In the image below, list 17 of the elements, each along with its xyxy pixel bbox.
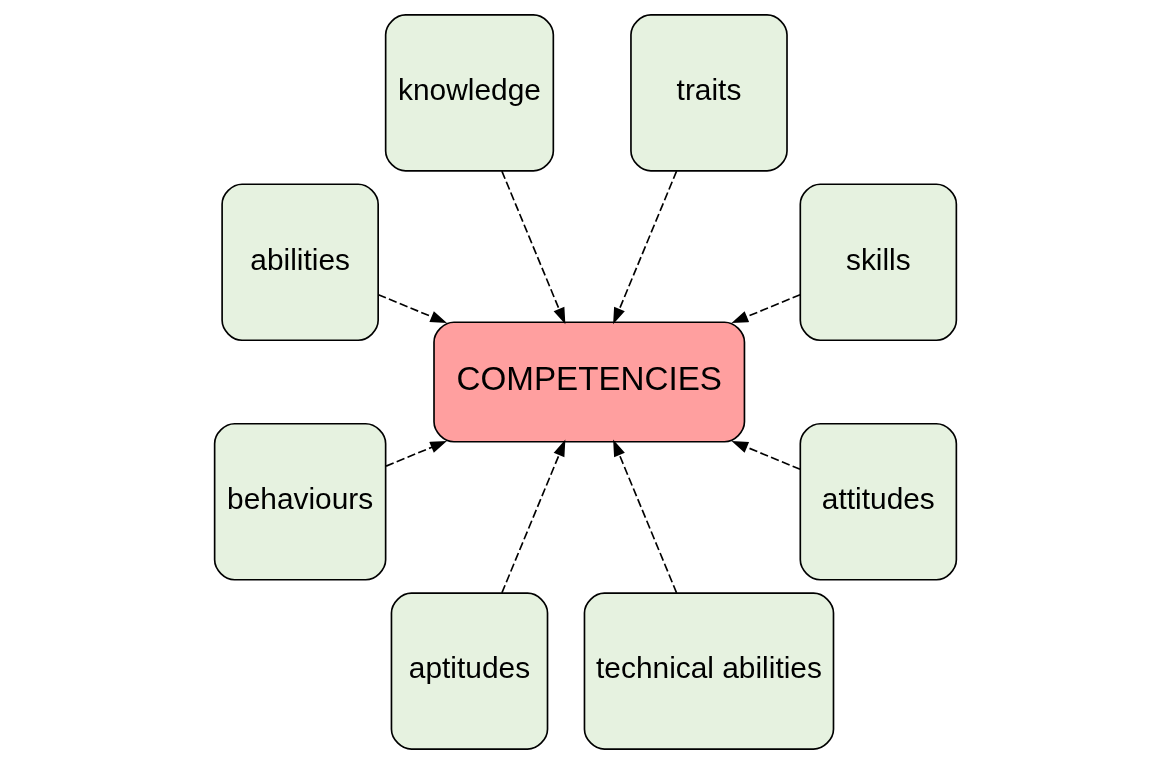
arrow — [612, 439, 677, 594]
arrow — [731, 293, 801, 324]
arrow — [500, 439, 565, 594]
node-box: COMPETENCIES — [432, 321, 745, 443]
node-box: behaviours — [213, 422, 386, 581]
arrow — [612, 170, 677, 325]
node-box: attitudes — [798, 422, 957, 581]
arrow — [731, 440, 801, 471]
arrow — [384, 440, 447, 467]
node-box: traits — [629, 14, 788, 172]
arrow — [377, 293, 447, 324]
node-box: abilities — [220, 183, 379, 342]
node-box: technical abilities — [583, 592, 834, 750]
node-box: knowledge — [384, 14, 554, 172]
node-box: skills — [798, 183, 957, 342]
node-box: aptitudes — [390, 592, 548, 750]
arrow — [500, 170, 565, 325]
